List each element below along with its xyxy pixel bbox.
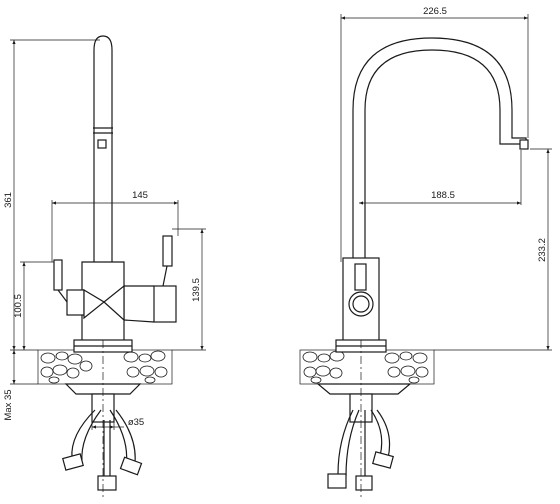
dim-filter-lever-height: 100.5 bbox=[13, 261, 54, 350]
dim-max-countertop: Max 35 bbox=[3, 350, 38, 421]
front-view: 361 Max 35 145 139.5 100.5 bbox=[3, 35, 206, 500]
hole-diameter-label: ø35 bbox=[128, 417, 144, 428]
dim-spout-height: 233.2 bbox=[434, 148, 552, 351]
filter-lever-height-label: 100.5 bbox=[13, 294, 24, 318]
front-hoses bbox=[62, 409, 143, 491]
front-spout bbox=[93, 35, 113, 266]
side-countertop bbox=[299, 349, 435, 385]
front-filter-lever bbox=[66, 289, 85, 316]
lever-height-label: 139.5 bbox=[191, 278, 202, 302]
spout-height-label: 233.2 bbox=[537, 238, 548, 262]
front-mixer-lever bbox=[153, 285, 177, 323]
dim-overall-width: 226.5 bbox=[340, 6, 529, 262]
dim-lever-height: 139.5 bbox=[172, 228, 206, 351]
dim-hole-diameter: ø35 bbox=[91, 417, 144, 430]
front-countertop bbox=[37, 349, 173, 385]
side-hoses bbox=[327, 409, 394, 491]
spout-reach-side-label: 188.5 bbox=[431, 190, 455, 201]
spout-reach-front-label: 145 bbox=[132, 190, 148, 201]
side-view: 226.5 188.5 233.2 bbox=[299, 6, 552, 500]
max-countertop-label: Max 35 bbox=[3, 389, 14, 420]
side-spout bbox=[352, 37, 527, 263]
overall-width-label: 226.5 bbox=[423, 6, 447, 17]
dim-spout-reach-side: 188.5 bbox=[359, 150, 522, 205]
total-height-label: 361 bbox=[3, 192, 14, 208]
dim-spout-reach-front: 145 bbox=[51, 190, 179, 262]
